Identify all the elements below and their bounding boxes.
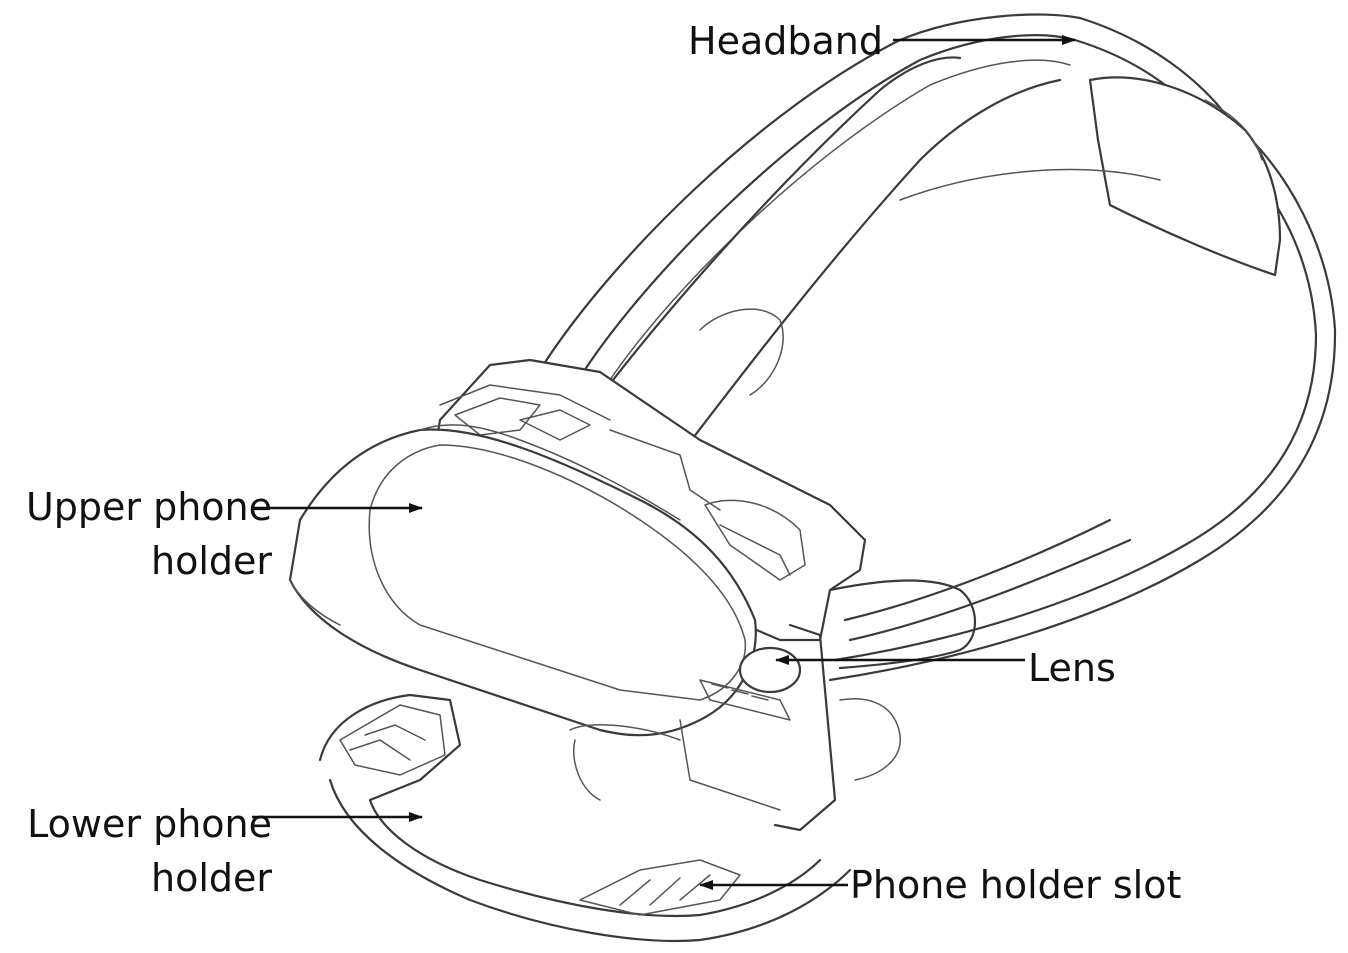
lower-phone-holder-line2: holder bbox=[14, 851, 272, 905]
lens-label-text: Lens bbox=[1028, 641, 1116, 695]
phone-holder-slot-label: Phone holder slot bbox=[850, 858, 1181, 912]
upper-phone-holder-line1: Upper phone bbox=[14, 480, 272, 534]
upper-phone-holder-line2: holder bbox=[14, 534, 272, 588]
lens-label: Lens bbox=[1028, 641, 1116, 695]
lower-phone-holder-label: Lower phone holder bbox=[14, 797, 272, 905]
upper-phone-holder-label: Upper phone holder bbox=[14, 480, 272, 588]
headband-label-text: Headband bbox=[688, 14, 883, 68]
lower-phone-holder-line1: Lower phone bbox=[14, 797, 272, 851]
phone-holder-slot-label-text: Phone holder slot bbox=[850, 858, 1181, 912]
headband-label: Headband bbox=[688, 14, 883, 68]
